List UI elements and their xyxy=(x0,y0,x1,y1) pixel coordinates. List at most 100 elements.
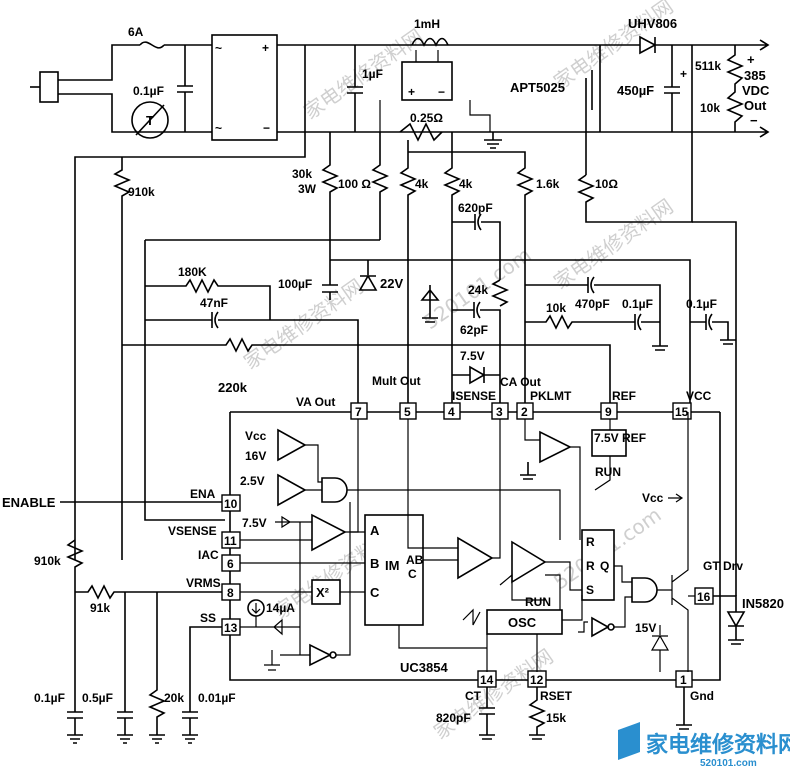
r-20k-label: 20k xyxy=(164,691,184,705)
input-cap-icon xyxy=(177,45,193,132)
zener-15v-label: 15V xyxy=(635,621,656,635)
inverter-icon xyxy=(591,616,610,638)
ground-icon xyxy=(676,687,692,730)
mosfet-icon xyxy=(585,70,601,110)
zener-ground-icon xyxy=(420,285,440,323)
oscillator-block xyxy=(486,609,563,635)
current-sense-transformer xyxy=(401,61,453,101)
r-20k-icon xyxy=(147,592,167,735)
r-10k-label: 10k xyxy=(546,301,566,315)
r-4k-a-label: 4k xyxy=(415,177,429,191)
pin-3-number: 3 xyxy=(496,405,503,419)
r-1-6k-icon xyxy=(408,151,535,405)
output-plus-label: + xyxy=(747,52,755,67)
zener-22v-label: 22V xyxy=(380,276,403,291)
svg-text:+: + xyxy=(408,85,415,99)
ground-icon xyxy=(520,462,536,480)
mosfet-label: APT5025 xyxy=(510,80,565,95)
watermark-text: 家电维修资料网 xyxy=(549,194,677,294)
inductor-label: 1mH xyxy=(414,17,440,31)
ic-internals: Vcc 16V 2.5V ENABLE 7.5V A B C IM AB C X… xyxy=(2,412,695,672)
zener-7-5v-label: 7.5V xyxy=(460,349,485,363)
ss-inverter-icon xyxy=(309,643,332,667)
diode-in5820-label: IN5820 xyxy=(742,596,784,611)
pin-10-number: 10 xyxy=(224,497,238,511)
cap-47nf-icon xyxy=(145,311,359,405)
watermark-text: 家电维修资料网 xyxy=(549,0,677,94)
run-a-label: RUN xyxy=(595,465,621,479)
current-amp-icon xyxy=(457,536,494,580)
cap-620pf-label: 620pF xyxy=(458,201,493,215)
cap-62pf-label: 62pF xyxy=(460,323,488,337)
svg-text:+: + xyxy=(680,67,687,81)
zener-7-5v-icon xyxy=(452,365,500,385)
svg-text:~: ~ xyxy=(215,41,222,55)
svg-text:~: ~ xyxy=(215,121,222,135)
sense-res-label: 0.25Ω xyxy=(410,111,443,125)
enable-label: ENABLE xyxy=(2,495,56,510)
pin-4-number: 4 xyxy=(448,405,455,419)
ground-icon xyxy=(67,734,198,744)
logo-url: 520101.com xyxy=(700,758,757,769)
cap-0-5uf-icon xyxy=(117,592,133,735)
pin-12-number: 12 xyxy=(530,673,544,687)
mult-c-label: C xyxy=(370,585,380,600)
r-220k-icon xyxy=(122,337,611,405)
r-4k-a-icon xyxy=(398,140,418,405)
int-16v-label: 16V xyxy=(245,449,266,463)
run-b-label: RUN xyxy=(525,595,551,609)
zener-22v-icon xyxy=(358,260,378,291)
cap-out-label: 450µF xyxy=(617,83,654,98)
r-910k-top-label: 910k xyxy=(128,185,155,199)
int-7-5v-label: 7.5V xyxy=(242,516,267,530)
r-10ohm-label: 10Ω xyxy=(595,177,618,191)
ref-block xyxy=(591,429,627,457)
mult-im-label: IM xyxy=(385,558,399,573)
mult-ab-label: AB xyxy=(406,553,424,567)
peak-limit-comparator-icon xyxy=(539,430,572,464)
ct-cap-label: 820pF xyxy=(436,711,471,725)
int-vcc2-label: Vcc xyxy=(642,491,664,505)
r-180k-icon xyxy=(145,278,271,320)
rset-res-icon xyxy=(527,687,547,740)
pin-11-number: 11 xyxy=(224,534,237,548)
feedback-network: 910k 30k 3W 100 Ω 4k 4k 1.6k 10Ω 620pF 1… xyxy=(74,45,736,560)
cap-1uf-icon xyxy=(347,45,363,132)
pin-14-label: CT xyxy=(465,689,482,703)
pin-14-number: 14 xyxy=(480,673,494,687)
site-logo: 家电维修资料网 520101.com xyxy=(618,722,790,769)
pin-6-number: 6 xyxy=(227,557,234,571)
pin-4-label: ISENSE xyxy=(452,389,496,403)
rset-res-label: 15k xyxy=(546,711,566,725)
svg-text:−: − xyxy=(438,85,445,99)
pwm-comparator-icon xyxy=(511,540,547,584)
diode-uhv806-label: UHV806 xyxy=(628,16,677,31)
r-511k-label: 511k xyxy=(695,59,721,73)
bottom-network: 910k 91k 0.1µF 0.5µF 20k 0.01µF 820pF 15… xyxy=(34,221,784,744)
r-30k-label: 30k xyxy=(292,167,312,181)
ic-name: UC3854 xyxy=(400,660,448,675)
r-30k-power-label: 3W xyxy=(298,182,317,196)
pin-16-number: 16 xyxy=(697,590,711,604)
ff-s-label: S xyxy=(586,583,594,597)
ff-r1-label: R xyxy=(586,535,595,549)
r-100-icon xyxy=(370,132,390,240)
cap-0-01uf-icon xyxy=(182,626,222,735)
pin-6-label: IAC xyxy=(198,548,219,562)
r-910k-bottom-label: 910k xyxy=(34,554,61,568)
osc-label: OSC xyxy=(508,615,537,630)
r-91k-label: 91k xyxy=(90,601,110,615)
i14ua-label: 14µA xyxy=(266,601,295,615)
output-word-label: Out xyxy=(744,98,767,113)
r-180k-label: 180K xyxy=(178,265,207,279)
output-divider-resistors xyxy=(725,45,745,132)
cap-100uf-label: 100µF xyxy=(278,277,312,291)
pin-2-number: 2 xyxy=(521,405,528,419)
multiplier-block xyxy=(364,514,424,626)
x2-label: X² xyxy=(316,585,330,600)
cap-47nf-label: 47nF xyxy=(200,296,228,310)
output-and-gate-icon xyxy=(631,577,658,603)
ac-plug-icon xyxy=(30,71,68,103)
pin-7-number: 7 xyxy=(355,405,362,419)
pin-10-label: ENA xyxy=(190,487,216,501)
